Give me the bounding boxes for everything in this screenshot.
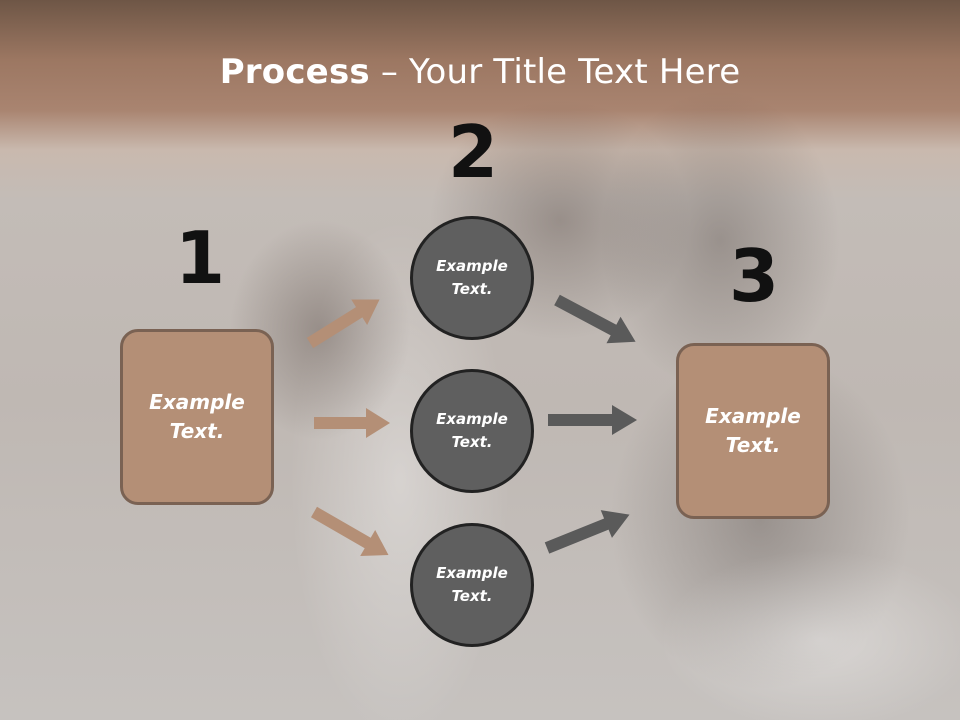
- circle-top-line2: Text.: [451, 280, 493, 298]
- circle-middle: Example Text.: [410, 369, 534, 493]
- step-number-3: 3: [728, 234, 780, 318]
- circle-bottom-line1: Example: [436, 563, 508, 582]
- arrow-gray-straight: [548, 405, 637, 435]
- step-number-1: 1: [174, 216, 226, 300]
- slide-title: Process – Your Title Text Here: [0, 52, 960, 92]
- title-rest: – Your Title Text Here: [369, 52, 741, 92]
- circle-top: Example Text.: [410, 216, 534, 340]
- circle-bottom-line2: Text.: [451, 587, 493, 605]
- arrow-tan-down: [311, 506, 389, 556]
- title-bold: Process: [219, 52, 370, 92]
- right-box-line2: Text.: [725, 433, 781, 457]
- circle-bottom: Example Text.: [410, 523, 534, 647]
- left-box-line1: Example: [149, 390, 245, 414]
- step-number-2: 2: [447, 110, 499, 194]
- right-box: Example Text.: [676, 343, 830, 519]
- arrow-tan-up: [306, 299, 380, 349]
- arrow-gray-down: [554, 294, 636, 344]
- arrow-gray-up: [544, 510, 630, 554]
- right-box-line1: Example: [705, 404, 801, 428]
- arrow-tan-straight: [314, 408, 390, 438]
- left-box-line2: Text.: [169, 419, 225, 443]
- left-box: Example Text.: [120, 329, 274, 505]
- circle-top-line1: Example: [436, 256, 508, 275]
- circle-middle-line2: Text.: [451, 433, 493, 451]
- circle-middle-line1: Example: [436, 409, 508, 428]
